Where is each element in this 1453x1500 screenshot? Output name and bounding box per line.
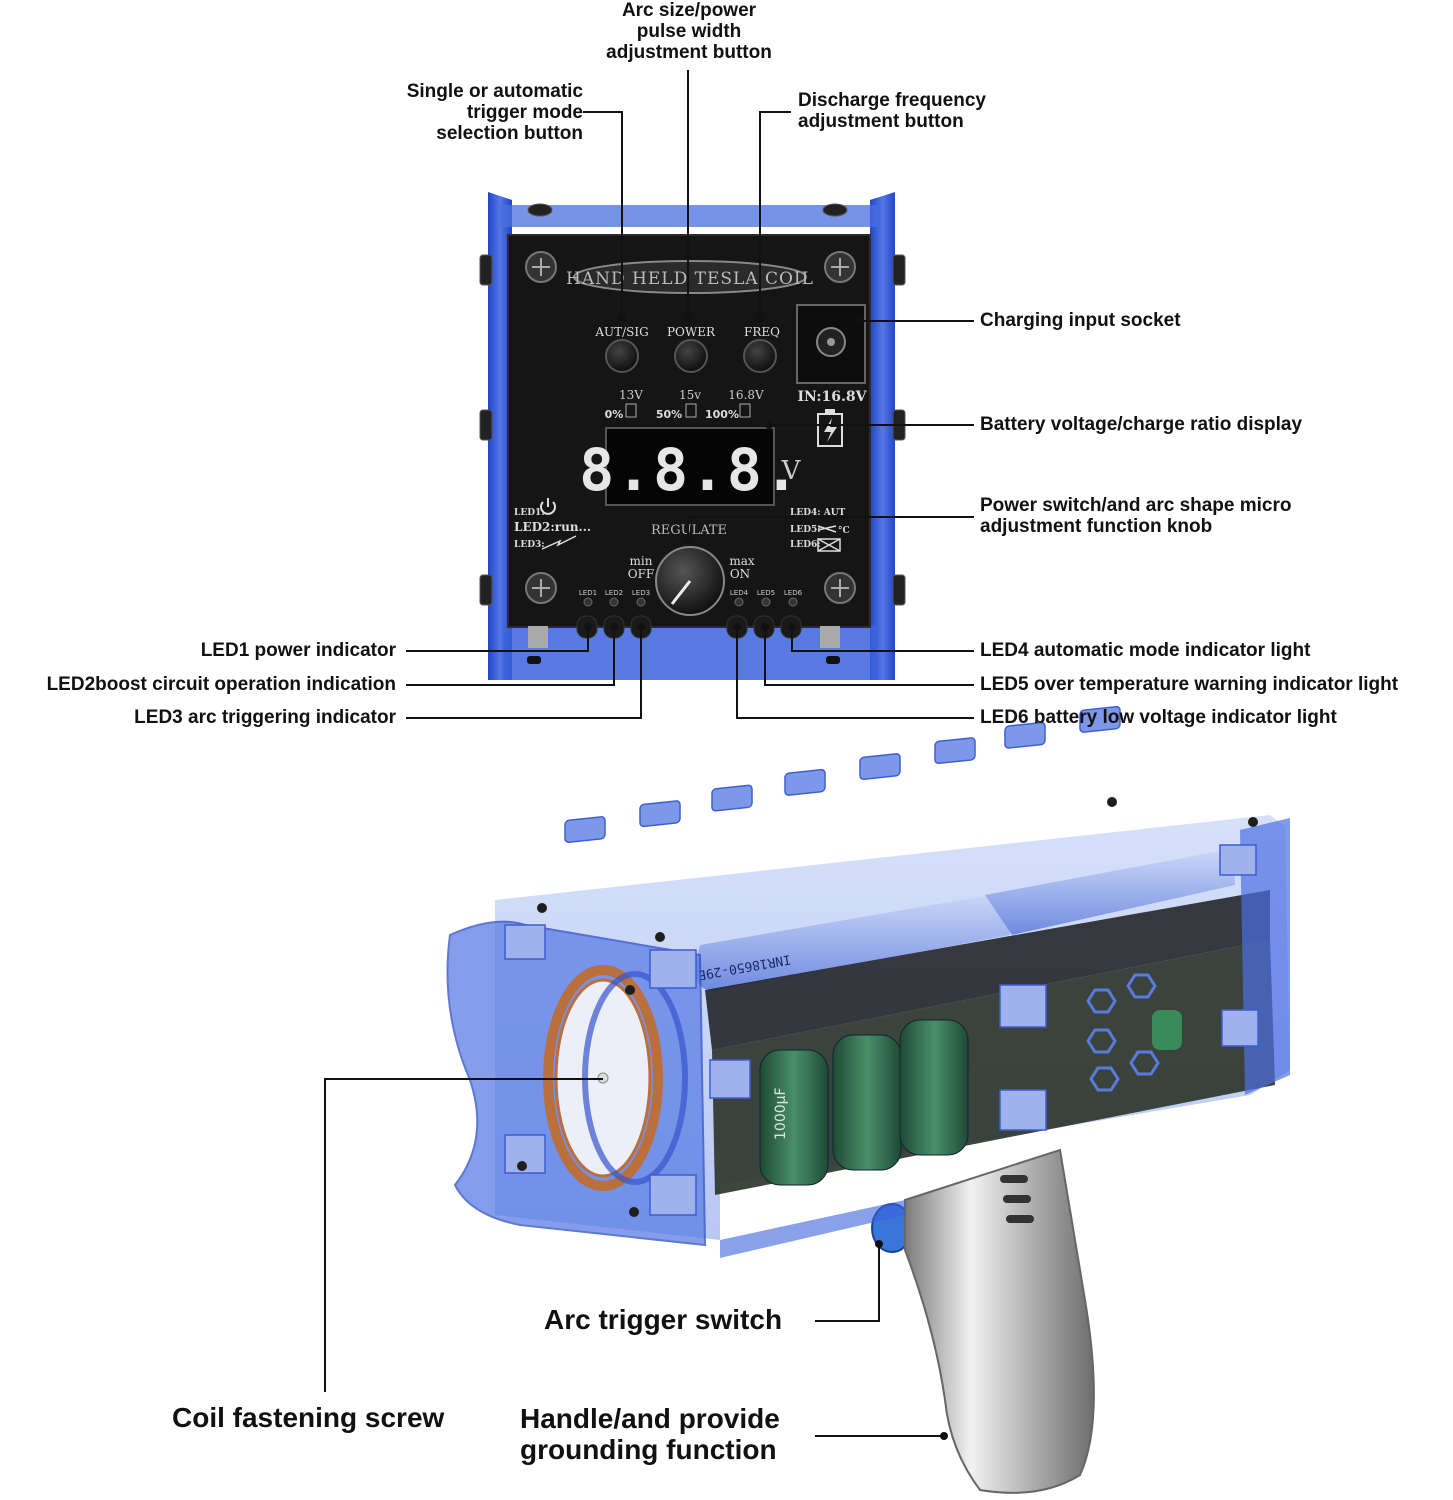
corner-screws [525, 251, 856, 604]
freq-button[interactable] [743, 339, 777, 373]
led4-small-label: LED4 [730, 589, 749, 597]
capacitor-label: 1000μF [773, 1087, 789, 1140]
callout-lines-top [406, 70, 974, 719]
handle-callout: Handle/and provide grounding function [520, 1403, 780, 1465]
v13-label: 13V [619, 388, 643, 402]
top-crenels [564, 705, 1121, 843]
screw-icon [517, 797, 1258, 1217]
lightning-icon [541, 535, 577, 550]
btn-power-label: POWER [667, 325, 716, 339]
p50-label: 50% [656, 408, 682, 421]
v168-label: 16.8V [728, 388, 764, 402]
coil-screw-callout: Coil fastening screw [172, 1402, 445, 1433]
power-button[interactable] [674, 339, 708, 373]
acrylic-left-plate [488, 192, 512, 680]
led3-small-label: LED3 [632, 589, 650, 597]
aut-sig-button[interactable] [605, 339, 639, 373]
led-row: LED1 LED2 LED3 LED4 LED5 LED6 [579, 589, 803, 607]
tesla-coil-device: INR18650-29E 1000μF [446, 705, 1290, 1494]
p100-label: 100% [705, 408, 739, 421]
min-label: min [630, 554, 653, 568]
battery-display-callout: Battery voltage/charge ratio display [980, 414, 1303, 435]
battery-holder [705, 890, 1270, 1050]
led3-callout: LED3 arc triggering indicator [134, 707, 396, 728]
hex-nuts [1086, 973, 1160, 1092]
power-icon [540, 498, 556, 515]
corner-brackets [504, 844, 1259, 1216]
voltage-display-digits: 8.8.8. [579, 436, 801, 504]
led5-legend: LED5: [790, 525, 821, 535]
led3-legend: LED3: [514, 540, 545, 550]
battery-icon [817, 409, 843, 447]
led6-legend: LED6: [790, 540, 821, 550]
battery-cell-2 [985, 851, 1235, 935]
handle-grip [904, 1148, 1095, 1494]
led2-legend: LED2:run... [514, 520, 591, 534]
temperature-icon [817, 525, 837, 533]
led5-callout: LED5 over temperature warning indicator … [980, 674, 1399, 695]
battery-low-icon [817, 538, 841, 552]
led5-small-label: LED5 [757, 589, 775, 597]
logo-text: HAND HELD TESLA COIL [566, 269, 814, 289]
v15-label: 15v [679, 388, 701, 402]
callout-lines-bottom [324, 1078, 944, 1437]
led5-unit: °C [838, 526, 850, 536]
trigger-mode-callout: Single or automatic trigger mode selecti… [406, 81, 583, 144]
callout-dots-bottom [875, 1240, 948, 1440]
btn-autsig-label: AUT/SIG [594, 325, 648, 339]
battery-cell-1 [695, 894, 1010, 991]
control-panel-unit: HAND HELD TESLA COIL AUT/SIG POWER FREQ … [479, 192, 906, 680]
capacitors: 1000μF [759, 1019, 969, 1186]
callout-dots-top [584, 314, 863, 631]
led4-legend: LED4: AUT [790, 508, 846, 518]
discharge-freq-callout: Discharge frequency adjustment button [798, 90, 986, 132]
voltage-unit: V [781, 456, 802, 486]
input-voltage-label: IN:16.8V [798, 389, 868, 405]
led6-small-label: LED6 [784, 589, 803, 597]
max-label: max [729, 554, 755, 568]
led2-small-label: LED2 [605, 589, 623, 597]
led1-legend: LED1: [514, 508, 545, 518]
on-label: ON [730, 567, 750, 581]
voltage-display [605, 427, 775, 506]
led1-small-label: LED1 [579, 589, 597, 597]
acrylic-right-plate [870, 192, 895, 680]
off-label: OFF [628, 567, 655, 581]
acrylic-bottom-plate [505, 626, 877, 680]
charging-socket-callout: Charging input socket [980, 310, 1181, 331]
led6-callout: LED6 battery low voltage indicator light [980, 707, 1337, 728]
arc-trigger-callout: Arc trigger switch [544, 1304, 783, 1335]
led1-callout: LED1 power indicator [200, 640, 396, 661]
btn-freq-label: FREQ [744, 325, 780, 339]
p0-label: 0% [605, 408, 624, 421]
logo-badge [573, 260, 807, 294]
led2-callout: LED2boost circuit operation indication [46, 674, 396, 695]
arc-power-callout: Arc size/power pulse width adjustment bu… [606, 0, 772, 63]
led4-callout: LED4 automatic mode indicator light [980, 640, 1311, 661]
power-knob-callout: Power switch/and arc shape micro adjustm… [980, 495, 1292, 537]
